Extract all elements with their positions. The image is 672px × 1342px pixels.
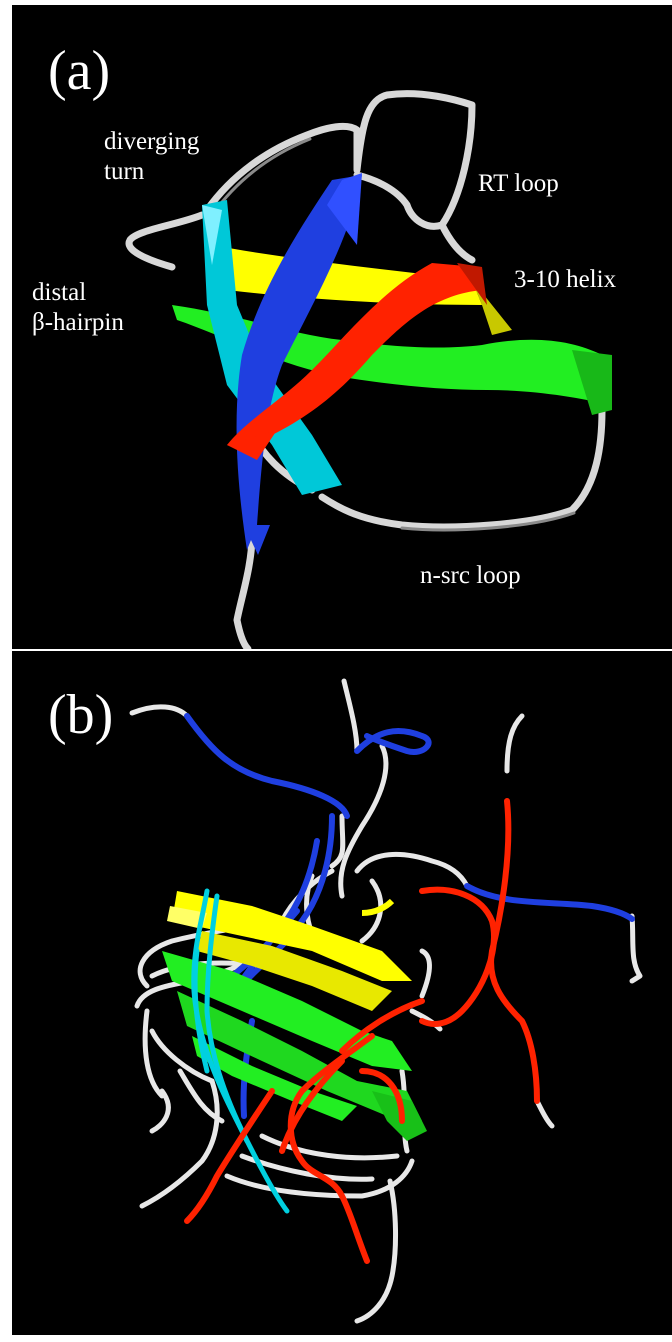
distal-hairpin-label-line1: distal — [32, 278, 86, 308]
panel-a: (a) diverging turn RT loop 3-10 helix di… — [12, 5, 672, 649]
diverging-turn-label-line1: diverging — [104, 127, 199, 157]
distal-hairpin-label-line2: β-hairpin — [32, 308, 124, 338]
panel-b-letter: (b) — [48, 687, 113, 743]
panel-a-letter: (a) — [48, 43, 110, 99]
helix-3-10-label: 3-10 helix — [514, 265, 616, 295]
ribbon-overlay-b — [12, 651, 672, 1335]
diverging-turn-label-line2: turn — [104, 157, 144, 187]
rt-loop-label: RT loop — [478, 169, 559, 199]
panel-b: (b) — [12, 651, 672, 1335]
n-src-loop-label: n-src loop — [420, 561, 521, 591]
